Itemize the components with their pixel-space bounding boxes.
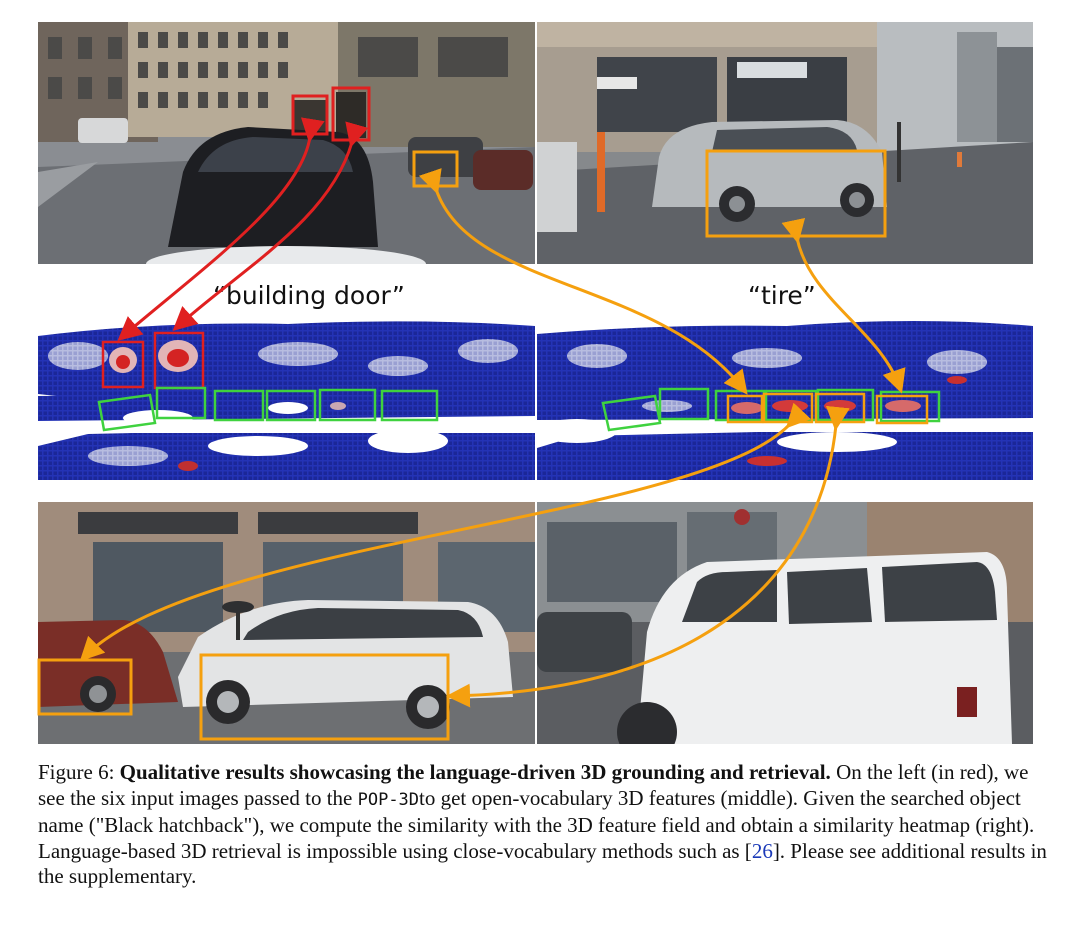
top-left-camera-image [38,22,535,264]
top-right-camera-image [537,22,1033,264]
caption-method-name: POP-3D [357,789,420,810]
figure-caption: Figure 6: Qualitative results showcasing… [38,760,1048,890]
middle-left-voxel-heatmap [38,296,535,480]
caption-figure-label: Figure 6: [38,760,115,784]
bottom-left-camera-image [38,502,535,744]
query-label-building-door: “building door” [213,281,405,310]
middle-right-voxel-heatmap [537,296,1033,480]
caption-title: Qualitative results showcasing the langu… [119,760,831,784]
bottom-right-camera-image [537,502,1033,744]
caption-citation-link[interactable]: 26 [751,838,773,863]
caption-text-2: to get open-vocabulary 3D features (midd… [38,785,1035,863]
figure-6: “building door” “tire” [37,22,1033,744]
caption-text-1: On the left (in red), we see the six inp… [38,760,1029,810]
query-label-tire: “tire” [748,281,816,310]
caption-text-3: ]. Please see additional results in the … [38,838,1047,889]
